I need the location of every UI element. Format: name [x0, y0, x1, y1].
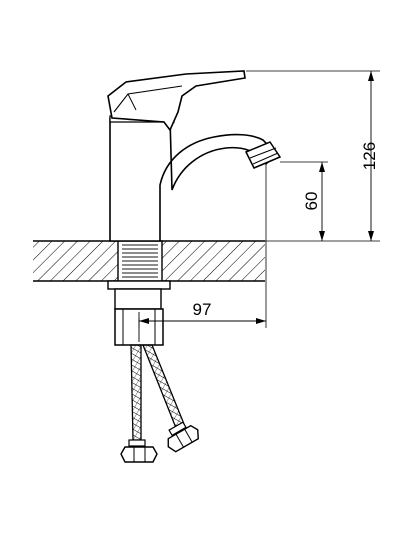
dimension-label-126: 126 — [360, 142, 379, 170]
flexible-hoses — [130, 344, 185, 441]
dimension-spout-reach: 97 — [139, 300, 266, 324]
hose-nut-right — [167, 421, 199, 453]
dimension-total-height: 126 — [360, 71, 379, 241]
dimension-label-97: 97 — [193, 300, 212, 319]
faucet-body — [109, 115, 278, 242]
dimension-label-60: 60 — [302, 192, 321, 211]
spout-aerator — [244, 141, 282, 169]
dimension-spout-height: 60 — [302, 162, 325, 241]
mounting-shank — [117, 240, 163, 282]
lever-handle — [107, 70, 246, 132]
fixing-nut — [107, 280, 171, 346]
hose-nut-left — [120, 439, 158, 463]
extension-lines — [138, 70, 380, 328]
